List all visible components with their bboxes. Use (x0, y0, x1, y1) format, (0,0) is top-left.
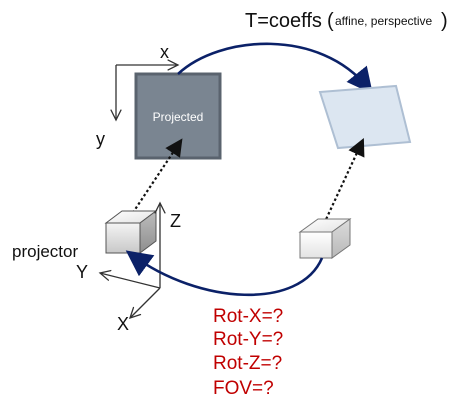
projector-y-label: Y (76, 262, 88, 282)
estimation-arrow (125, 250, 324, 297)
projected-label: Projected (153, 110, 204, 124)
projector-y-axis (100, 273, 161, 289)
unknown-fov: FOV=? (213, 378, 274, 399)
unknown-rot-y: Rot-Y=? (213, 329, 283, 350)
projector-x-axis (130, 287, 161, 318)
projector-cube (104, 210, 158, 254)
unknown-rot-x: Rot-X=? (213, 306, 283, 327)
projector-label: projector (12, 242, 78, 261)
projector-x-label: X (117, 314, 129, 334)
transform-qualifier-open: ( (327, 10, 334, 32)
image-y-label: y (96, 129, 105, 149)
camera-cube (298, 218, 352, 259)
target-quad (318, 84, 412, 150)
projector-z-label: Z (170, 211, 181, 231)
projection-ray-left (129, 138, 183, 218)
transform-arrow (177, 42, 373, 95)
image-x-label: x (160, 42, 169, 62)
projection-ray-right (321, 138, 365, 229)
transform-label: T=coeffs (245, 10, 322, 32)
transform-qualifier-close: ) (441, 10, 448, 32)
transform-qualifier: affine, perspective (335, 14, 432, 28)
unknown-rot-z: Rot-Z=? (213, 353, 282, 374)
